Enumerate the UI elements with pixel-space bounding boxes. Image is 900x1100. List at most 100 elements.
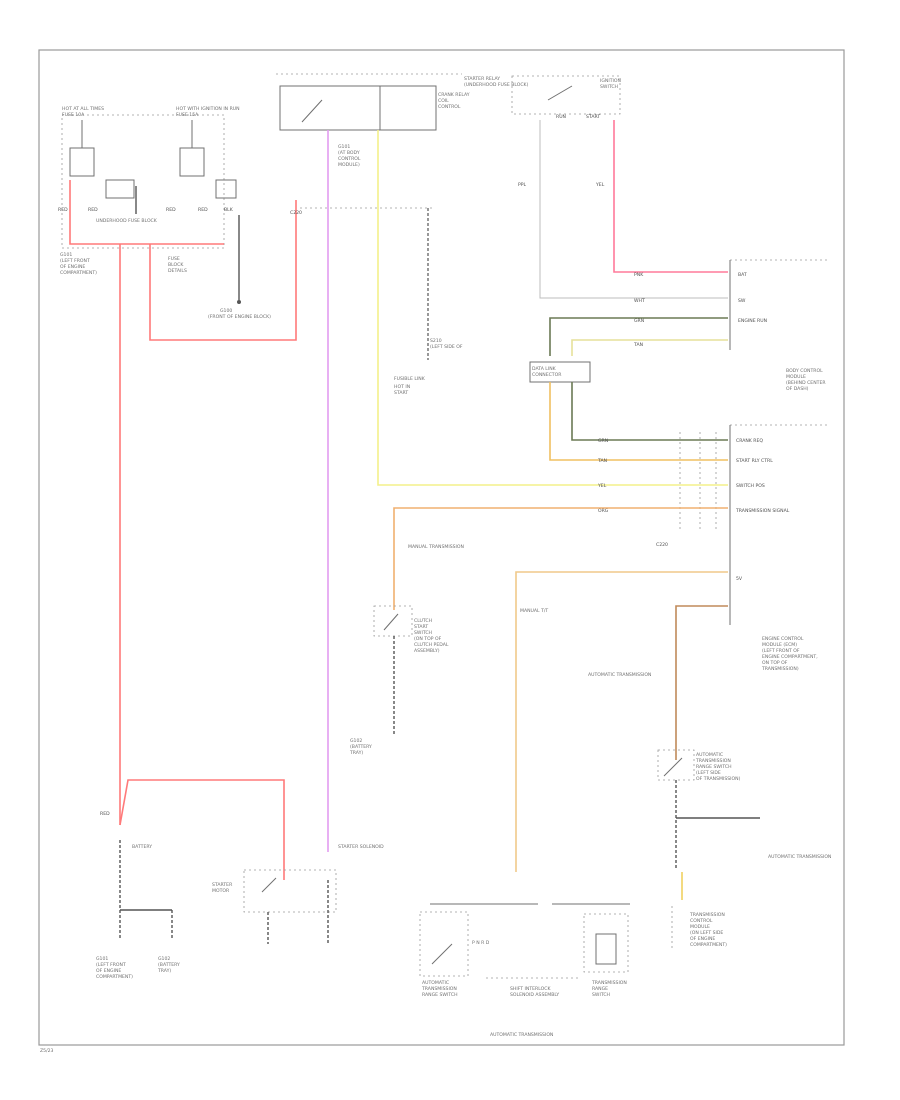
svg-text:START: START [414,624,428,630]
svg-text:MODULE: MODULE [786,374,806,380]
svg-text:TRAY): TRAY) [157,968,171,974]
svg-text:SWITCH POS: SWITCH POS [736,483,765,489]
fuse-left-label: HOT AT ALL TIMES [62,106,104,112]
svg-text:5V: 5V [736,576,743,582]
svg-text:MODULE): MODULE) [338,162,360,168]
svg-text:OF ENGINE: OF ENGINE [60,264,85,270]
svg-text:C220: C220 [290,210,302,216]
svg-text:STARTER RELAY: STARTER RELAY [464,76,500,82]
svg-text:YEL: YEL [595,182,605,188]
svg-text:ON TOP OF: ON TOP OF [762,660,788,666]
svg-text:DATA LINK: DATA LINK [532,366,557,372]
svg-text:(BATTERY: (BATTERY [158,962,180,968]
svg-text:C220: C220 [656,542,668,548]
svg-text:CONNECTOR: CONNECTOR [532,372,562,378]
svg-text:CONTROL: CONTROL [690,918,713,924]
ignition-switch: IGNITION SWITCH RUN START PPL YEL [511,75,621,188]
svg-text:COMPARTMENT): COMPARTMENT) [690,942,727,948]
svg-text:IGNITION: IGNITION [600,78,621,84]
svg-text:P N R D: P N R D [472,940,490,946]
svg-text:ENGINE COMPARTMENT,: ENGINE COMPARTMENT, [762,654,818,660]
svg-text:FUSE 15A: FUSE 15A [176,112,199,118]
svg-text:TAN: TAN [597,458,607,464]
battery-starter: RED BATTERY G101 (LEFT FRONT OF ENGINE C… [96,811,384,980]
brown-wire-range [675,605,728,760]
svg-text:(LEFT SIDE: (LEFT SIDE [696,770,721,776]
svg-text:HOT IN: HOT IN [394,384,410,390]
svg-text:WHT: WHT [634,298,645,304]
svg-text:SHIFT INTERLOCK: SHIFT INTERLOCK [510,986,551,992]
svg-text:G101: G101 [60,252,72,258]
svg-text:RANGE SWITCH: RANGE SWITCH [696,764,732,770]
svg-text:PPL: PPL [518,182,527,188]
svg-text:SOLENOID ASSEMBLY: SOLENOID ASSEMBLY [510,992,559,998]
svg-text:GRN: GRN [634,318,644,324]
underhood-fuse-block-label: UNDERHOOD FUSE BLOCK [96,218,158,224]
data-link-connector: DATA LINK CONNECTOR [529,361,591,383]
fuse-mid-label: HOT WITH IGNITION IN RUN [176,106,240,112]
shift-interlock: P N R D AUTOMATIC TRANSMISSION RANGE SWI… [419,903,630,998]
svg-text:START: START [586,114,600,120]
svg-text:BLOCK: BLOCK [168,262,184,268]
svg-text:RED: RED [100,811,110,817]
svg-text:AUTOMATIC TRANSMISSION: AUTOMATIC TRANSMISSION [768,854,831,860]
svg-text:MODULE: MODULE [690,924,710,930]
svg-text:TRANSMISSION: TRANSMISSION [421,986,457,992]
svg-text:G102: G102 [350,738,362,744]
svg-text:RED: RED [58,207,68,213]
svg-text:OF DASH): OF DASH) [786,386,809,392]
dark-green-wire-1 [549,317,728,356]
svg-text:RANGE: RANGE [592,986,608,992]
svg-text:(BEHIND CENTER: (BEHIND CENTER [786,380,826,386]
svg-text:TRANSMISSION): TRANSMISSION) [761,666,799,672]
svg-text:(BATTERY: (BATTERY [350,744,372,750]
tan-wire-trans [515,571,728,872]
svg-text:START: START [394,390,408,396]
svg-text:GRN: GRN [598,438,608,444]
svg-text:TRANSMISSION: TRANSMISSION [591,980,627,986]
svg-text:CONTROL: CONTROL [338,156,361,162]
svg-text:BATTERY: BATTERY [132,844,152,850]
svg-text:MOTOR: MOTOR [212,888,230,894]
svg-text:OF TRANSMISSION): OF TRANSMISSION) [696,776,741,782]
svg-text:DETAILS: DETAILS [168,268,187,274]
svg-text:BLK: BLK [224,207,234,213]
svg-text:SWITCH: SWITCH [600,84,618,90]
svg-text:TRANSMISSION SIGNAL: TRANSMISSION SIGNAL [735,508,790,514]
svg-text:(LEFT SIDE OF: (LEFT SIDE OF [430,344,463,350]
svg-text:FUSE: FUSE [168,256,180,262]
svg-text:BAT: BAT [738,272,747,278]
svg-text:RED: RED [88,207,98,213]
svg-text:(UNDERHOOD FUSE BLOCK): (UNDERHOOD FUSE BLOCK) [464,82,529,88]
svg-text:AUTOMATIC: AUTOMATIC [422,980,449,986]
svg-text:(LEFT FRONT: (LEFT FRONT [96,962,126,968]
svg-text:G101: G101 [338,144,350,150]
fuse-block-area: HOT AT ALL TIMES FUSE 10A HOT WITH IGNIT… [58,106,271,320]
svg-text:COIL: COIL [438,98,449,104]
clutch-start-switch: MANUAL TRANSMISSION CLUTCH START SWITCH … [349,544,464,756]
svg-text:CLUTCH PEDAL: CLUTCH PEDAL [414,642,449,648]
transmission-control-module: TRANSMISSION CONTROL MODULE (ON LEFT SID… [671,906,727,948]
svg-text:MANUAL T/T: MANUAL T/T [520,608,548,614]
svg-text:OF ENGINE: OF ENGINE [690,936,715,942]
svg-text:MODULE (ECM): MODULE (ECM) [762,642,797,648]
svg-text:AUTOMATIC TRANSMISSION: AUTOMATIC TRANSMISSION [588,672,651,678]
svg-text:ENGINE CONTROL: ENGINE CONTROL [762,636,804,642]
svg-text:TRANSMISSION: TRANSMISSION [695,758,731,764]
orange-wire-ecm [549,382,728,461]
svg-text:AUTOMATIC: AUTOMATIC [696,752,723,758]
svg-text:ORG: ORG [598,508,609,514]
footer-code: Z5/23 [40,1048,54,1054]
orange-wire-clutch [393,507,728,610]
pink-wire-top [613,120,728,273]
auto-trans-range-switch: MANUAL T/T AUTOMATIC TRANSMISSION AUTOMA… [520,608,831,870]
gray-wire-top [539,120,728,299]
svg-text:(FRONT OF ENGINE BLOCK): (FRONT OF ENGINE BLOCK) [208,314,271,320]
svg-text:STARTER SOLENOID: STARTER SOLENOID [338,844,384,850]
svg-text:CRANK REQ: CRANK REQ [736,438,763,444]
svg-text:RED: RED [166,207,176,213]
crank-relay: CRANK RELAY COIL CONTROL STARTER RELAY (… [276,73,529,216]
bottom-caption: AUTOMATIC TRANSMISSION [490,1032,553,1038]
svg-text:CRANK RELAY: CRANK RELAY [438,92,470,98]
